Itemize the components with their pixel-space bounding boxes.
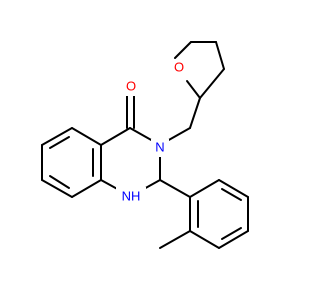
bond [129, 127, 154, 142]
bond [41, 127, 73, 146]
bond [189, 179, 220, 198]
bond [49, 136, 70, 149]
ring-nitrogen-label: N [155, 139, 164, 154]
amine-nitrogen-label: NH [122, 188, 141, 203]
bond [41, 179, 73, 198]
bond [215, 41, 225, 70]
bond [49, 175, 70, 189]
bond [166, 127, 191, 142]
amine-nitrogen-label-background [116, 187, 146, 207]
bond [100, 127, 131, 146]
tetrahydrofuran-oxygen-label-background [170, 59, 188, 77]
bond [174, 41, 192, 59]
bond [218, 179, 249, 198]
bond [218, 230, 249, 249]
carbonyl-oxygen-label: O [126, 78, 136, 93]
bond [71, 127, 102, 146]
tetrahydrofuran-oxygen-label: O [174, 59, 184, 74]
bond [221, 227, 242, 240]
chemical-structure-diagram: O N NH O [41, 41, 249, 249]
atom-labels: O N NH O [116, 59, 188, 207]
bond [71, 179, 102, 198]
bond [199, 68, 225, 99]
bond [159, 179, 191, 198]
bond [221, 188, 242, 201]
bond [159, 230, 191, 249]
ring-nitrogen-label-background [151, 139, 169, 157]
bond [186, 80, 201, 99]
bond-lines [41, 41, 249, 249]
carbonyl-oxygen-label-background [122, 78, 140, 96]
bond [189, 230, 220, 249]
bond [189, 97, 201, 129]
